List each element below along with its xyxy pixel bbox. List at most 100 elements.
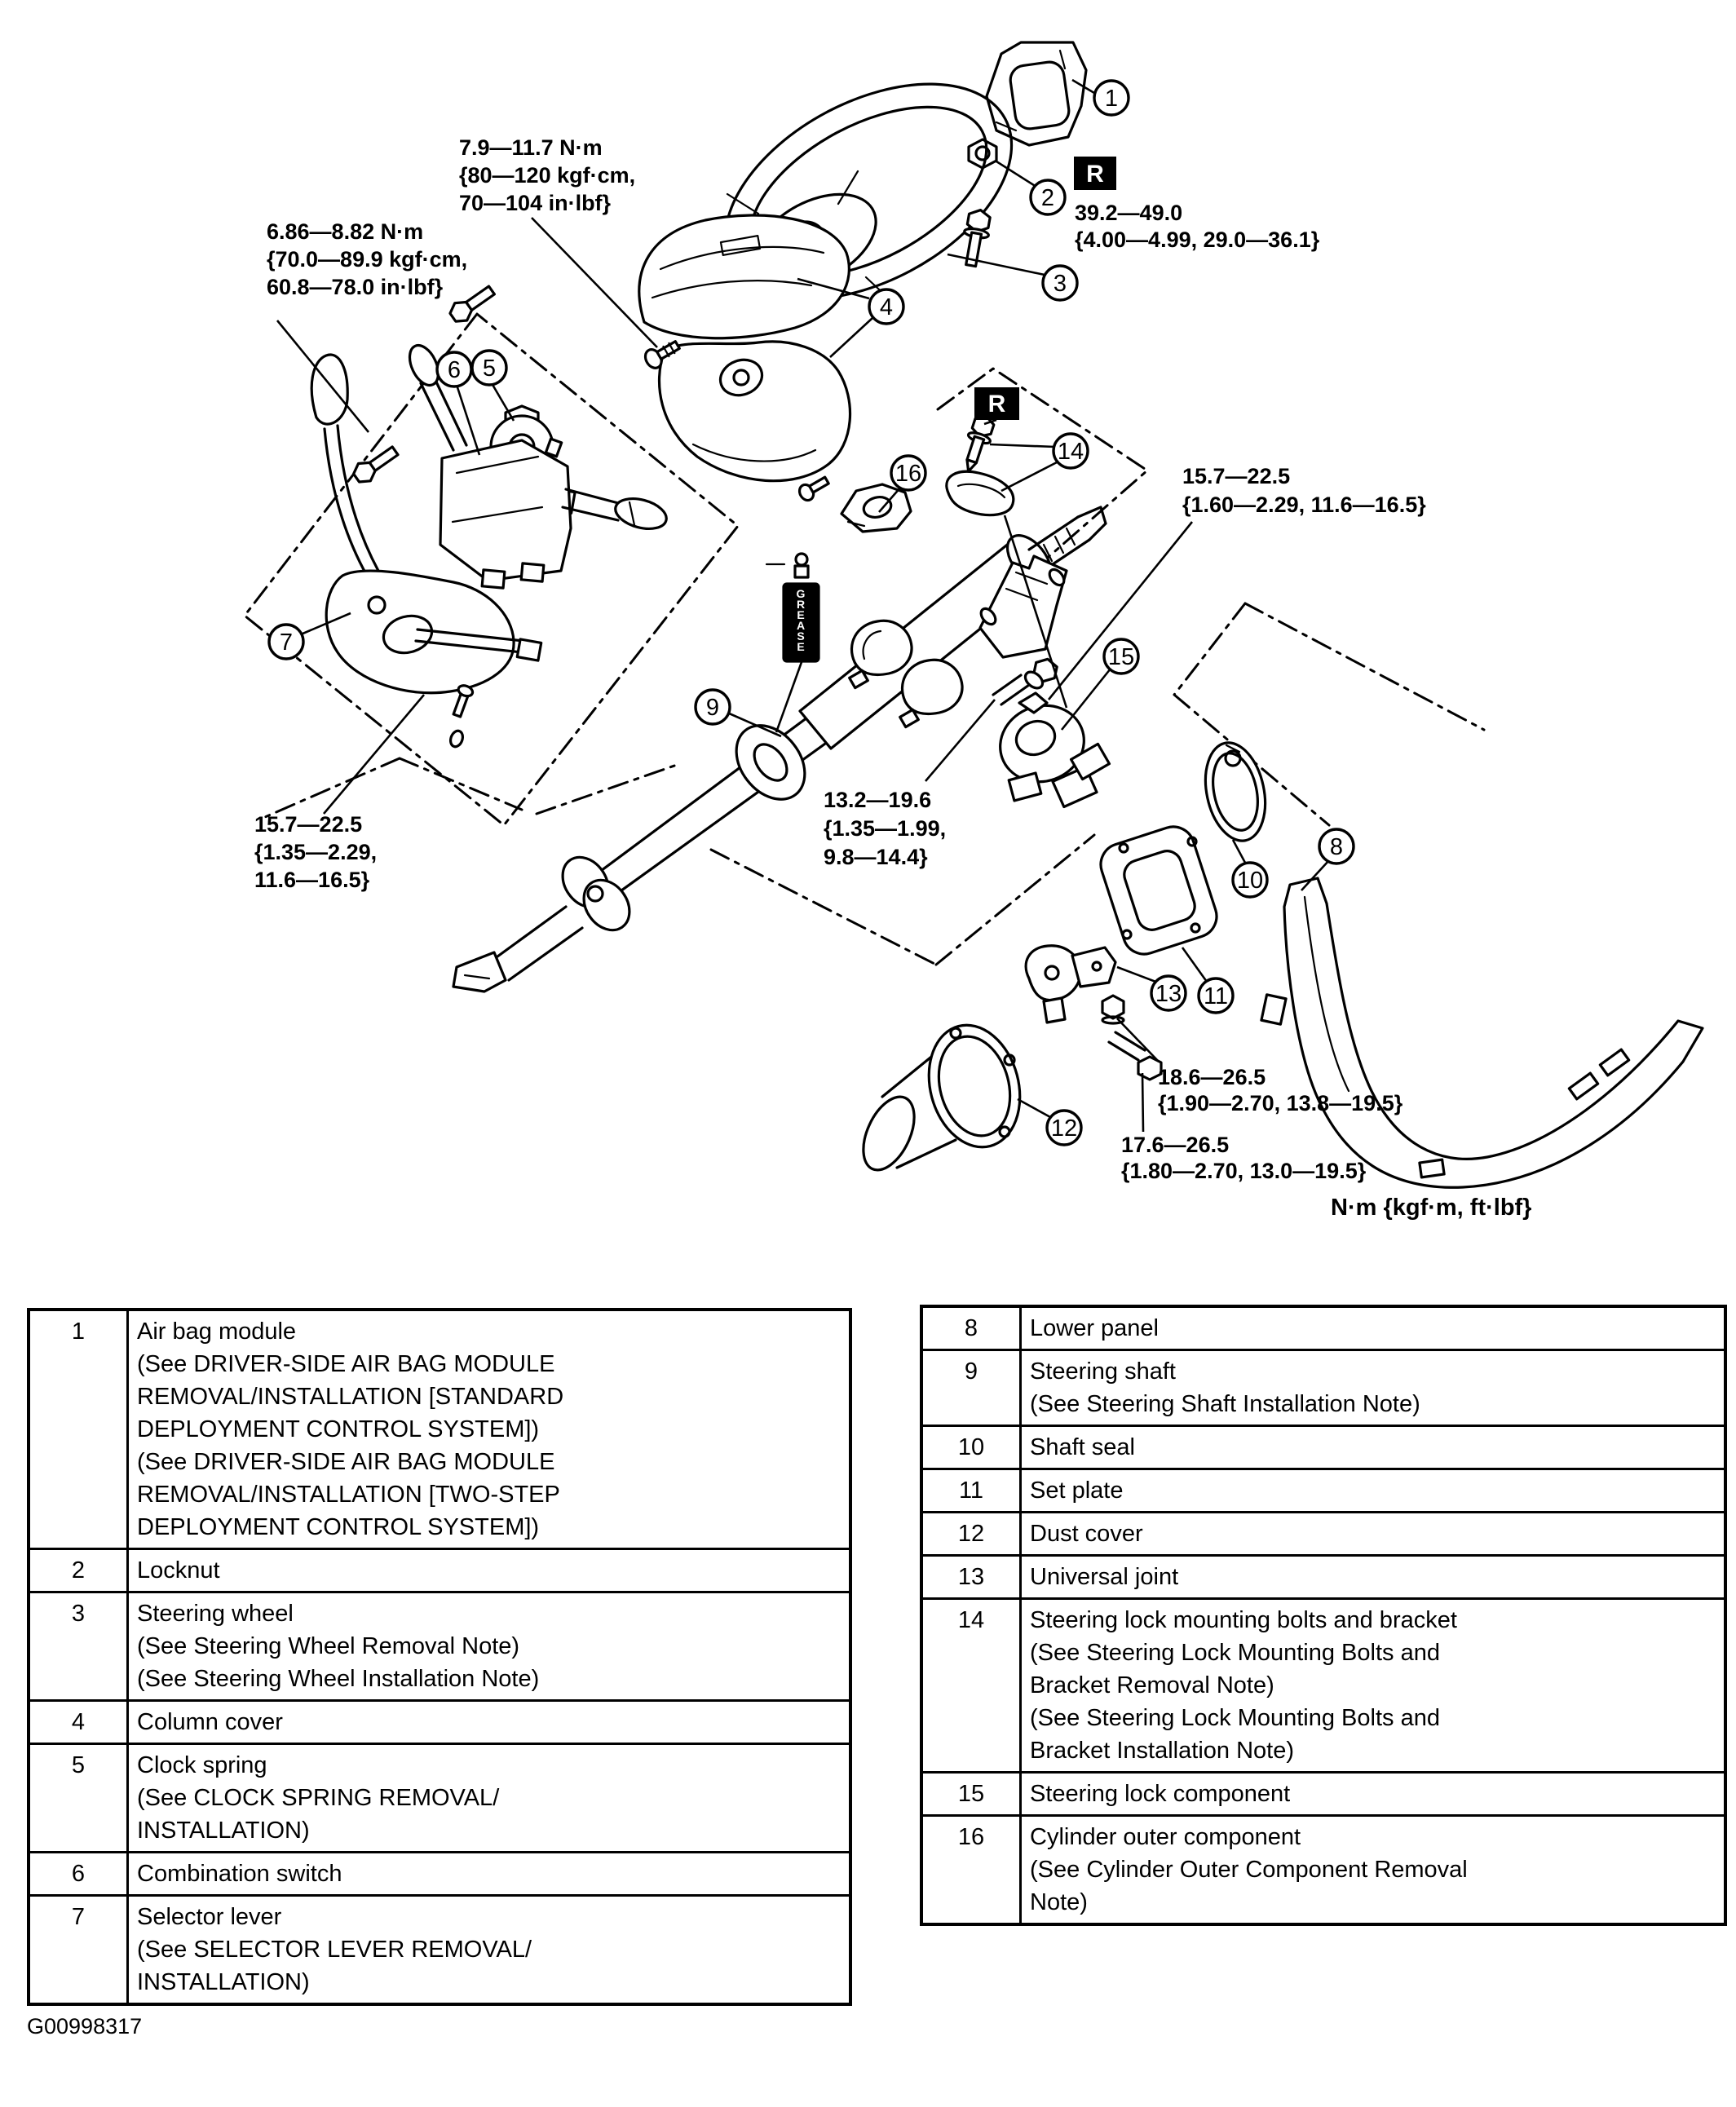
part-number: 9 (920, 1349, 1022, 1427)
torque-spec-label: 6.86—8.82 N·m{70.0—89.9 kgf·cm,60.8—78.0… (267, 219, 467, 299)
part-number: 16 (920, 1814, 1022, 1926)
steering-column-art (452, 506, 1107, 993)
wheel-bolt-art (963, 208, 992, 268)
steering-column-exploded-diagram: 7.9—11.7 N·m{80—120 kgf·cm,70—104 in·lbf… (243, 41, 1704, 1221)
svg-text:14: 14 (1058, 439, 1084, 465)
part-number: 14 (920, 1597, 1022, 1774)
part-number: 8 (920, 1305, 1022, 1351)
universal-joint-art (1024, 944, 1163, 1081)
svg-text:7: 7 (280, 629, 293, 656)
leader-line (1141, 1072, 1145, 1133)
callout-15: 15 (1060, 638, 1140, 731)
svg-text:{80—120 kgf·cm,: {80—120 kgf·cm, (459, 163, 635, 188)
callout-16: 16 (878, 454, 927, 513)
callout-7: 7 (267, 612, 351, 660)
torque-spec-label: 7.9—11.7 N·m{80—120 kgf·cm,70—104 in·lbf… (459, 135, 635, 215)
svg-text:6: 6 (448, 357, 461, 383)
callout-14: 14 (989, 432, 1089, 493)
diagram-annotations: 7.9—11.7 N·m{80—120 kgf·cm,70—104 in·lbf… (254, 78, 1531, 1221)
part-number: 13 (920, 1554, 1022, 1600)
mount-bolt-art (448, 285, 496, 323)
part-number: 12 (920, 1511, 1022, 1557)
leader-line (1003, 515, 1068, 709)
svg-text:{1.80—2.70, 13.0—19.5}: {1.80—2.70, 13.0—19.5} (1121, 1159, 1367, 1183)
svg-text:{1.35—2.29,: {1.35—2.29, (254, 840, 377, 864)
svg-text:3: 3 (1054, 271, 1067, 297)
leader-line (925, 699, 996, 782)
part-description: Steering wheel(See Steering Wheel Remova… (126, 1591, 852, 1702)
svg-text:9: 9 (706, 695, 719, 721)
locknut-art (967, 138, 998, 170)
svg-text:11: 11 (1204, 983, 1228, 1009)
callout-12: 12 (1017, 1098, 1083, 1146)
svg-text:10: 10 (1237, 868, 1263, 894)
torque-spec-label: 15.7—22.5{1.35—2.29,11.6—16.5} (254, 812, 377, 892)
figure-code: G00998317 (27, 2014, 143, 2039)
unit-note: N·m {kgf·m, ft·lbf} (1331, 1195, 1531, 1221)
part-description: Column cover (126, 1699, 852, 1745)
svg-text:18.6—26.5: 18.6—26.5 (1158, 1065, 1266, 1089)
svg-text:13.2—19.6: 13.2—19.6 (824, 788, 931, 812)
callout-13: 13 (1116, 965, 1187, 1012)
callout-10: 10 (1231, 839, 1269, 899)
part-number: 10 (920, 1425, 1022, 1470)
svg-text:8: 8 (1330, 834, 1343, 860)
svg-text:{1.35—1.99,: {1.35—1.99, (824, 816, 946, 841)
lower-panel-art (1260, 877, 1704, 1189)
leader-line (1047, 521, 1194, 700)
part-description: Selector lever(See SELECTOR LEVER REMOVA… (126, 1894, 852, 2006)
grease-can-label: A (797, 619, 805, 632)
part-number: 2 (27, 1548, 129, 1593)
torque-spec-label: 13.2—19.6 {1.35—1.99, 9.8—14.4} (824, 788, 946, 869)
part-number: 7 (27, 1894, 129, 2006)
svg-text:12: 12 (1051, 1115, 1077, 1142)
callout-11: 11 (1181, 947, 1235, 1014)
part-description: Set plate (1019, 1468, 1727, 1513)
grease-can-label: E (797, 608, 804, 621)
leader-line (276, 320, 370, 433)
cover-screw-art (643, 340, 681, 369)
leader-line (983, 418, 997, 426)
svg-text:15: 15 (1108, 644, 1134, 670)
svg-text:{4.00—4.99, 29.0—36.1}: {4.00—4.99, 29.0—36.1} (1075, 227, 1320, 252)
set-plate-art (1099, 825, 1218, 956)
torque-spec-label: 15.7—22.5{1.60—2.29, 11.6—16.5} (1182, 464, 1426, 517)
svg-text:9.8—14.4}: 9.8—14.4} (824, 845, 928, 869)
svg-text:11.6—16.5}: 11.6—16.5} (254, 868, 370, 892)
column-cover-art (638, 214, 852, 483)
leader-line (531, 217, 658, 348)
svg-text:4: 4 (880, 294, 893, 320)
callout-9: 9 (694, 688, 782, 738)
callout-3: 3 (947, 253, 1079, 302)
svg-text:{1.90—2.70, 13.8—19.5}: {1.90—2.70, 13.8—19.5} (1158, 1091, 1403, 1115)
grease-can-label: S (797, 629, 804, 643)
svg-text:15.7—22.5: 15.7—22.5 (1182, 464, 1290, 488)
svg-text:17.6—26.5: 17.6—26.5 (1121, 1133, 1229, 1157)
callout-2: 2 (996, 160, 1067, 216)
svg-text:60.8—78.0 in·lbf}: 60.8—78.0 in·lbf} (267, 275, 444, 299)
part-number: 6 (27, 1851, 129, 1897)
leader-line (1116, 1018, 1160, 1062)
part-number: 3 (27, 1591, 129, 1702)
grease-can-label: G (797, 587, 806, 600)
callout-5: 5 (470, 349, 515, 422)
part-description: Combination switch (126, 1851, 852, 1897)
cylinder-outer-art (840, 483, 912, 533)
callout-4: 4 (797, 277, 905, 358)
grease-can-label: R (797, 598, 805, 611)
leader-line (775, 661, 803, 733)
steering-lock-art (999, 691, 1111, 809)
part-number: 5 (27, 1743, 129, 1853)
